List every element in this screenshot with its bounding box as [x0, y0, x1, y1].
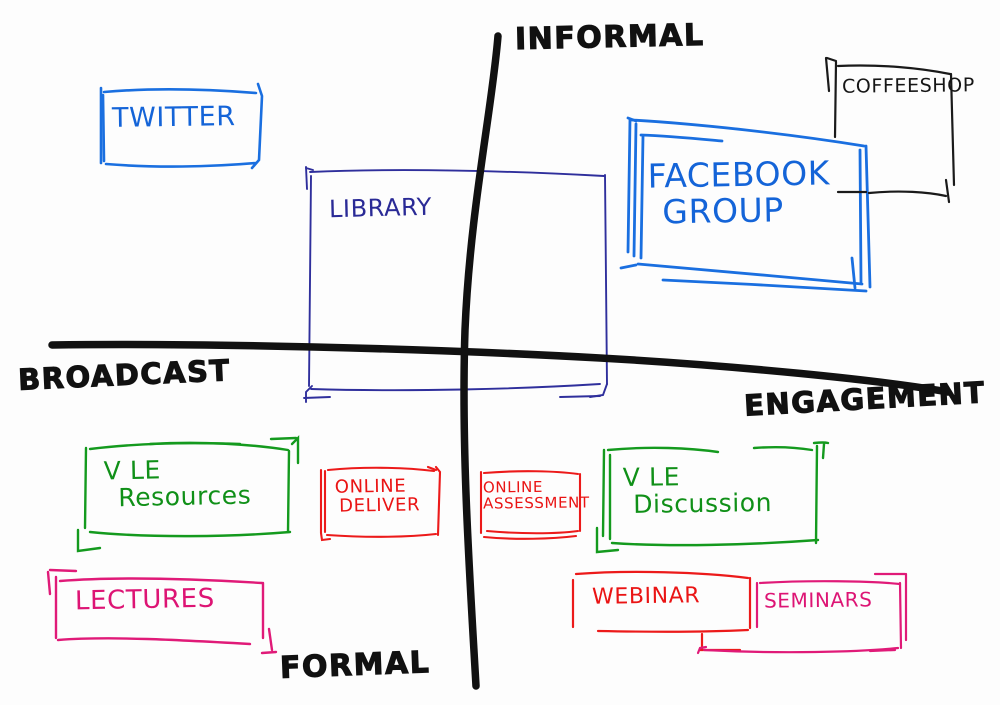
online-deliver-line-2: DELIVER	[338, 494, 421, 518]
axis-label-formal: FORMAL	[279, 645, 432, 687]
online-assessment-box[interactable]	[479, 470, 582, 540]
axis-label-informal: INFORMAL	[514, 17, 705, 58]
vle-resources-line-2: Resources	[117, 480, 252, 513]
item-label-coffee-shop: COFFEESHOP	[841, 74, 975, 98]
twitter-box[interactable]	[99, 82, 264, 170]
online-deliver-box[interactable]	[319, 465, 442, 542]
vle-resources-box[interactable]	[76, 435, 300, 553]
seminars-box[interactable]	[696, 572, 908, 655]
vertical-axis	[460, 32, 502, 690]
vle-discussion-line-2: Discussion	[632, 487, 773, 519]
coffee-line-2: SHOP	[919, 74, 975, 97]
item-label-lectures: LECTURES	[74, 583, 216, 617]
vle-discussion-line-1: V LE	[622, 462, 681, 493]
online-assessment-line-2: ASSESSMENT	[482, 493, 590, 513]
facebook-line-2: GROUP	[661, 189, 785, 231]
horizontal-axis	[48, 340, 952, 396]
item-label-seminars: SEMINARS	[763, 587, 873, 613]
coffee-line-1: COFFEE	[841, 74, 920, 98]
vle-resources-line-1: V LE	[103, 455, 162, 486]
facebook-group-box[interactable]	[619, 116, 872, 293]
item-label-twitter: TWITTER	[111, 101, 236, 134]
coffee-shop-box[interactable]	[824, 56, 956, 204]
item-label-webinar: WEBINAR	[591, 583, 701, 610]
item-label-library: LIBRARY	[328, 192, 433, 224]
facebook-line-1: FACEBOOK	[647, 153, 831, 196]
lectures-box[interactable]	[46, 568, 278, 655]
webinar-box[interactable]	[571, 570, 752, 652]
vle-discussion-box[interactable]	[595, 441, 830, 554]
